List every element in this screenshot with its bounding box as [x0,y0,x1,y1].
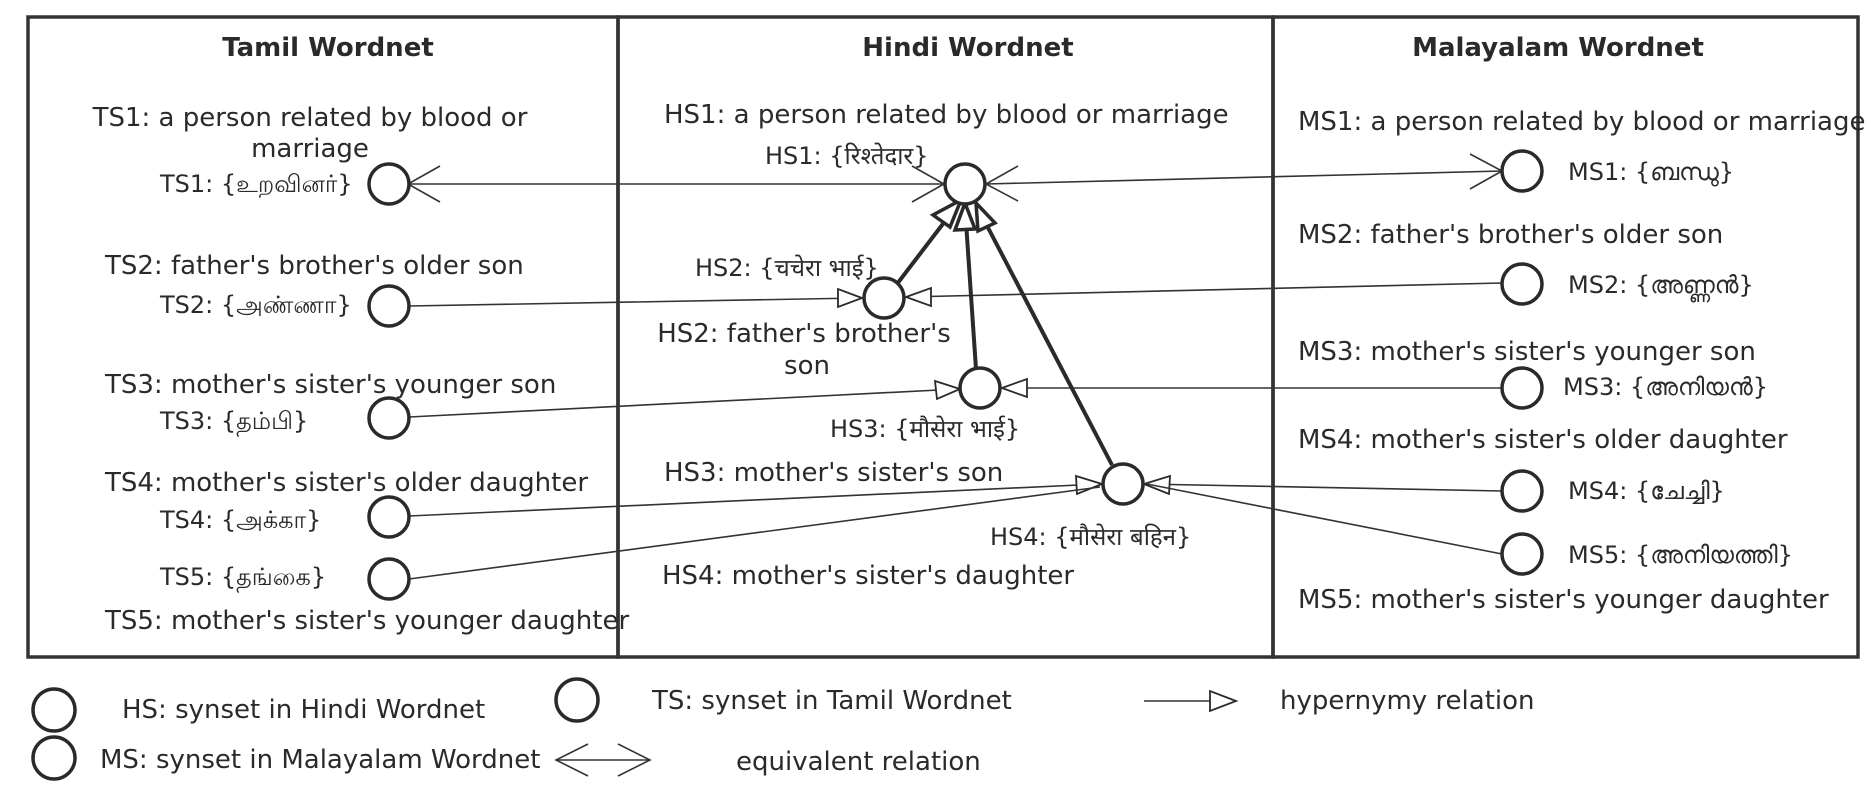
triangle-hs3-hs1 [952,198,978,232]
ts2-gloss: TS2: father's brother's older son [104,251,524,281]
triangle-ms3-hs3 [999,377,1028,399]
ts4-gloss: TS4: mother's sister's older daughter [104,468,588,498]
legend-hs-node [31,687,77,733]
ts5-gloss: TS5: mother's sister's younger daughter [104,606,629,636]
hs2-node [862,276,906,320]
triangle-ms4-hs4 [1141,474,1171,496]
ts4-node [367,495,411,539]
ts3-node [367,396,411,440]
ts3-gloss: TS3: mother's sister's younger son [104,370,556,400]
ts3-synset-label: TS3: {தம்பி} [159,407,308,437]
legend-ts-text: TS: synset in Tamil Wordnet [651,686,1012,716]
legend-equivalent-text: equivalent relation [736,747,981,777]
equivalent-edge-hs1-ms1 [985,170,1503,185]
ms3-node [1500,366,1544,410]
triangle-ts2-hs2 [837,287,865,309]
ts2-node [367,284,411,328]
hs1-synset-label: HS1: {रिश्तेदार} [765,142,929,170]
legend-equivalent-right-head [617,743,652,777]
hypernymy-edge-hs4-hs1 [982,219,1114,466]
ms2-gloss: MS2: father's brother's older son [1298,220,1723,250]
ms1-node [1500,149,1544,193]
triangle-ms2-hs2 [903,286,932,308]
hypernymy-edge-ts3-hs3 [408,388,959,418]
malayalam-panel-title: Malayalam Wordnet [1412,33,1704,63]
hypernymy-edge-ts2-hs2 [408,297,861,307]
legend-hs-text: HS: synset in Hindi Wordnet [122,695,485,725]
triangle-hs4-hs1 [973,198,998,234]
hs2-gloss-line1: HS2: father's brother's [657,319,951,349]
ms4-gloss: MS4: mother's sister's older daughter [1298,425,1788,455]
ms3-synset-label: MS3: {അനിയൻ} [1563,373,1768,401]
legend-ms-node [31,735,77,781]
hs3-synset-label: HS3: {मौसेरा भाई} [830,415,1020,443]
hs2-synset-label: HS2: {चचेरा भाई} [695,254,879,282]
ms2-node [1500,262,1544,306]
ms4-node [1500,469,1544,513]
legend-equivalent-left-head [554,743,589,777]
hs4-gloss: HS4: mother's sister's daughter [662,561,1074,591]
ms2-synset-label: MS2: {അണ്ണൻ} [1568,271,1754,303]
ms3-gloss: MS3: mother's sister's younger son [1298,337,1756,367]
hypernymy-edge-ts5-hs4 [408,486,1101,580]
ts1-gloss-line1: TS1: a person related by blood or [92,103,528,133]
ms1-synset-label: MS1: {ബന്ധു} [1568,158,1734,186]
tamil-panel-title: Tamil Wordnet [222,33,434,63]
ts1-node [367,162,411,206]
hs3-node [958,366,1002,410]
hypernymy-edge-ms2-hs2 [905,282,1503,298]
legend-hypernymy-text: hypernymy relation [1280,686,1535,716]
hs1-node [943,162,987,206]
hs1-gloss: HS1: a person related by blood or marria… [664,100,1229,130]
ts2-synset-label: TS2: {அண்ணா} [159,291,352,319]
hypernymy-edge-ms4-hs4 [1143,483,1503,492]
ms5-gloss: MS5: mother's sister's younger daughter [1298,585,1829,615]
triangle-ts3-hs3 [933,379,963,401]
hs4-synset-label: HS4: {मौसेरा बहिन} [990,523,1191,551]
hypernymy-edge-hs3-hs1 [964,221,978,370]
malayalam-panel [1271,15,1860,659]
hypernymy-edge-ts4-hs4 [408,483,1101,517]
ms5-synset-label: MS5: {അനിയത്തി} [1568,541,1793,569]
ts5-node [367,557,411,601]
ms5-node [1500,532,1544,576]
hs4-node [1101,462,1145,506]
ts1-gloss-line2: marriage [251,134,369,164]
triangle-hs2-hs1 [929,196,965,230]
ts4-synset-label: TS4: {அக்கா} [159,506,321,534]
triangle-ts4-hs4 [1075,474,1105,496]
ts5-synset-label: TS5: {தங்கை} [159,563,326,593]
legend-ts-node [554,677,600,723]
legend-ms-text: MS: synset in Malayalam Wordnet [100,745,540,775]
ms4-synset-label: MS4: {ചേച്ചി} [1568,477,1725,505]
hindi-panel-title: Hindi Wordnet [862,33,1073,63]
hs2-gloss-line2: son [784,351,830,381]
ts1-synset-label: TS1: {உறவினர்} [159,170,353,198]
ms1-gloss: MS1: a person related by blood or marria… [1298,107,1865,137]
hypernymy-edge-ms5-hs4 [1146,483,1503,555]
legend-hypernymy-triangle [1209,689,1239,713]
hs3-gloss: HS3: mother's sister's son [664,458,1003,488]
